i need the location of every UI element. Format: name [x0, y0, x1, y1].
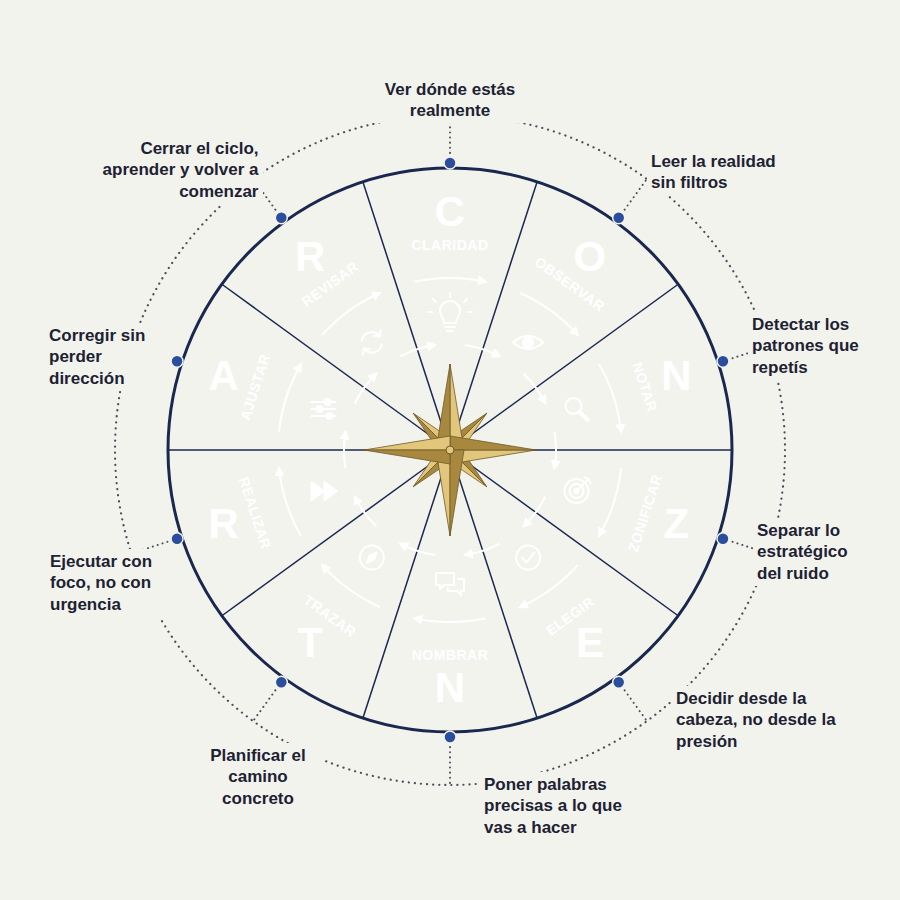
cycle-arrow [465, 345, 500, 356]
wheel-segment: NNOTAR [450, 284, 732, 450]
segment-shape [450, 450, 732, 616]
segment-divider [222, 450, 450, 616]
callout-dot [275, 212, 287, 224]
callout-text: Ver dónde estás realmente [363, 77, 538, 124]
segment-word: AJUSTAR [238, 352, 273, 422]
segment-word: REALIZAR [237, 476, 273, 551]
leader-line [253, 686, 278, 721]
flow-arrow [599, 364, 621, 432]
segment-letter: E [576, 622, 604, 664]
flow-arrow [414, 618, 486, 622]
segment-icon [428, 293, 472, 331]
flow-arrow [322, 565, 380, 607]
callout-dot [717, 533, 729, 545]
flow-arrow [279, 468, 301, 536]
callout-dot [171, 355, 183, 367]
segment-icon [565, 398, 587, 420]
callout-text: Cerrar el ciclo, aprender y volver a com… [78, 136, 263, 204]
callout-dot [171, 533, 183, 545]
segment-icon [436, 573, 464, 595]
callout-dot [613, 212, 625, 224]
segment-letter: O [574, 236, 607, 278]
flow-arrow [414, 278, 486, 282]
segment-divider [450, 450, 678, 616]
callout-dot [613, 676, 625, 688]
segment-shape [221, 181, 450, 450]
segment-word: NOMBRAR [412, 648, 489, 662]
segment-letter: N [435, 667, 465, 709]
callout-text: Ejecutar con foco, no con urgencia [46, 549, 178, 617]
flow-arrow [520, 293, 578, 335]
leader-line [449, 742, 451, 785]
segment-shape [221, 450, 450, 719]
cycle-arrow [554, 432, 556, 469]
segment-word: ZONIFICAR [626, 473, 664, 554]
cycle-arrow [344, 432, 346, 469]
wheel-segment: RREVISAR [221, 181, 450, 450]
segment-letter: N [661, 355, 691, 397]
leader-line [622, 686, 647, 721]
segment-icon [362, 330, 382, 354]
flow-arrow [279, 364, 301, 432]
segment-word: NOTAR [630, 360, 659, 413]
wheel-rim [168, 168, 732, 732]
callout-text: Separar lo estratégico del ruido [753, 518, 875, 586]
cycle-arrow [355, 496, 377, 526]
dotted-ring [115, 115, 785, 785]
callout-text: Corregir sin perder dirección [45, 323, 171, 391]
cycle-arrow [524, 374, 546, 404]
callout-text: Detectar los patrones que repetís [748, 312, 884, 380]
segment-letter: R [295, 236, 325, 278]
cycle-arrow [400, 544, 435, 555]
wheel-segment: RREALIZAR [168, 450, 450, 616]
cycle-arrow [400, 345, 435, 356]
segment-divider [222, 284, 450, 450]
leader-line [622, 179, 647, 214]
callout-dot [444, 731, 456, 743]
wheel-segment: TTRAZAR [221, 450, 450, 719]
callout-dot [275, 676, 287, 688]
segment-letter: Z [664, 503, 690, 545]
segment-icon [564, 477, 590, 503]
compass-star [364, 364, 536, 536]
callout-dot [444, 157, 456, 169]
segment-icon [312, 482, 337, 500]
wheel-segment: AAJUSTAR [168, 284, 450, 451]
segment-letter: R [208, 503, 238, 545]
flow-arrow [520, 565, 578, 607]
callout-dot [717, 355, 729, 367]
callout-text: Planificar el camino concreto [193, 743, 323, 811]
segment-icon [516, 546, 540, 570]
segment-icon [513, 336, 543, 349]
flow-arrow [322, 293, 380, 335]
wheel-segment: N NOMBRAR [362, 450, 538, 732]
segment-icon [360, 546, 384, 570]
callout-text: Decidir desde la cabeza, no desde la pre… [672, 686, 844, 754]
cycle-arrow [524, 496, 546, 526]
cycle-arrow [355, 374, 377, 404]
flow-arrow [599, 468, 621, 536]
wheel-segment: ZZONIFICAR [450, 450, 732, 616]
segment-divider [450, 284, 678, 450]
segment-letter: C [435, 191, 465, 233]
callout-text: Leer la realidad sin filtros [647, 149, 797, 196]
cycle-arrow [465, 544, 500, 555]
segment-word: CLARIDAD [411, 238, 488, 252]
segment-icon [312, 399, 336, 419]
callout-text: Poner palabras precisas a lo que vas a h… [480, 772, 652, 840]
wheel-segment: C CLARIDAD [362, 168, 538, 450]
segment-letter: T [297, 622, 323, 664]
segment-letter: A [208, 355, 238, 397]
